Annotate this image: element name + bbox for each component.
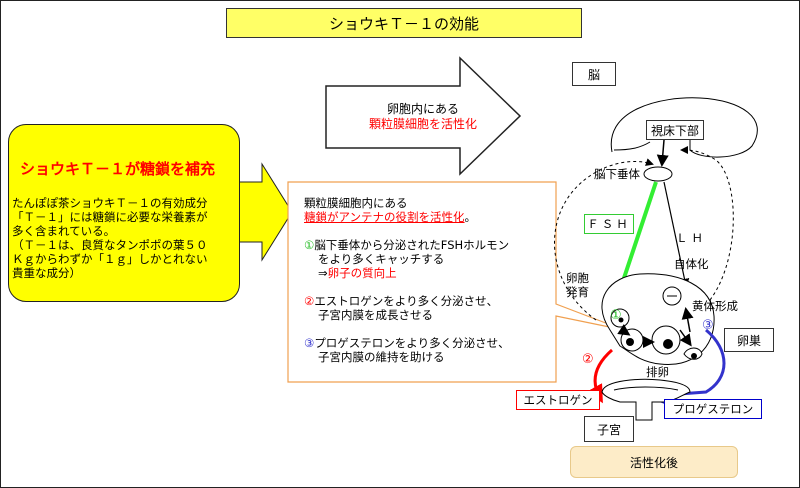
uterus-label: 子宮 <box>584 416 634 442</box>
callout-point2-line2: 子宮内膜を成長させる <box>318 308 433 322</box>
point3-marker: ③ <box>304 336 315 350</box>
callout-point1-line1: ①脳下垂体から分泌されたFSHホルモン <box>304 238 540 252</box>
follicle-large-dot <box>663 339 673 349</box>
ovary-cycle-arrow-3 <box>679 329 692 347</box>
top-arrow-line1: 卵胞内にある <box>386 102 459 116</box>
spacer <box>304 322 540 336</box>
uterus-inner <box>613 386 679 391</box>
point1-text1: 脳下垂体から分泌されたFSHホルモン <box>314 238 510 252</box>
callout-intro2-line: 糖鎖がアンテナの役割を活性化。 <box>304 210 540 224</box>
feedback-dashed-right <box>680 146 734 301</box>
pituitary-label: 脳下垂体 <box>594 167 640 181</box>
follicle-growth-label-2: 発育 <box>566 285 589 299</box>
marker-2: ② <box>582 352 594 367</box>
callout-point3-line2: 子宮内膜の維持を助ける <box>318 350 445 364</box>
title-banner: ショウキＴ－１の効能 <box>226 8 582 38</box>
point1-result: 卵子の質向上 <box>327 266 397 280</box>
ovary-label: 卵巣 <box>724 328 774 352</box>
top-arrow-line2: 顆粒膜細胞を活性化 <box>368 117 477 131</box>
point2-marker: ② <box>304 294 315 308</box>
hypothalamus-label: 視床下部 <box>646 120 704 140</box>
callout-point1-line3: ⇒卵子の質向上 <box>304 266 540 280</box>
after-activation-label: 活性化後 <box>570 446 738 478</box>
point1-marker: ① <box>304 238 315 252</box>
follicle-growth-label-1: 卵胞 <box>566 271 589 285</box>
spacer <box>304 224 540 238</box>
brain-label: 脳 <box>572 62 616 86</box>
left-panel <box>8 124 240 302</box>
callout-point2-line1: ②エストロゲンをより多く分泌させ、 <box>304 294 540 308</box>
estrogen-label: エストロゲン <box>516 390 600 410</box>
marker-3: ③ <box>702 318 714 333</box>
ovulation-label: 排卵 <box>646 365 669 379</box>
atrophy-label: 自体化 <box>674 257 709 271</box>
lh-arrow <box>663 181 690 289</box>
left-panel-body: たんぽぽ茶ショウキＴ－１の有効成分 「Ｔ－１」には糖鎖に必要な栄養素が 多く含ま… <box>12 196 208 280</box>
callout-intro2: 糖鎖がアンテナの役割を活性化 <box>304 210 465 224</box>
callout-intro1: 顆粒膜細胞内にある <box>304 196 408 210</box>
progesterone-arrow <box>646 328 726 405</box>
follicle-small-dot <box>618 317 624 323</box>
feedback-dashed-left <box>554 158 654 321</box>
pituitary-gland <box>643 166 673 182</box>
top-white-arrow <box>325 56 522 176</box>
point1-arrow: ⇒ <box>318 266 328 280</box>
ovary-cycle-arrow-1 <box>617 324 631 336</box>
callout-point3-line1: ③プロゲステロンをより多く分泌させ、 <box>304 336 540 350</box>
left-panel-heading: ショウキＴ－１が糖鎖を補充 <box>20 160 216 178</box>
ovary-cycle-arrow-4 <box>681 307 694 333</box>
callout-border <box>287 181 625 383</box>
callout-point1-line2: をより多くキャッチする <box>318 252 445 266</box>
uterus-outline <box>601 378 691 421</box>
fsh-label: ＦＳＨ <box>584 214 634 234</box>
progesterone-label: プロゲステロン <box>664 399 762 419</box>
yellow-arrow <box>235 162 293 262</box>
marker-1: ① <box>610 308 622 323</box>
callout-content: 顆粒膜細胞内にある 糖鎖がアンテナの役割を活性化。 ①脳下垂体から分泌されたFS… <box>304 196 540 364</box>
ovulated-egg-dot <box>691 353 697 359</box>
brain-outline <box>610 97 758 158</box>
point3-text1: プロゲステロンをより多く分泌させ、 <box>314 336 510 350</box>
corpus-luteum-label: 黄体形成 <box>692 299 738 313</box>
top-arrow-text: 卵胞内にある 顆粒膜細胞を活性化 <box>338 102 508 132</box>
follicle-medium-dot <box>626 338 634 346</box>
spacer <box>304 280 540 294</box>
point2-text1: エストロゲンをより多く分泌させ、 <box>314 294 499 308</box>
callout-intro2-suffix: 。 <box>464 210 477 224</box>
hypothalamus-to-pituitary-arrow <box>656 139 669 167</box>
brain-inner-curve <box>613 141 651 151</box>
lh-label: ＬＨ <box>676 231 707 245</box>
